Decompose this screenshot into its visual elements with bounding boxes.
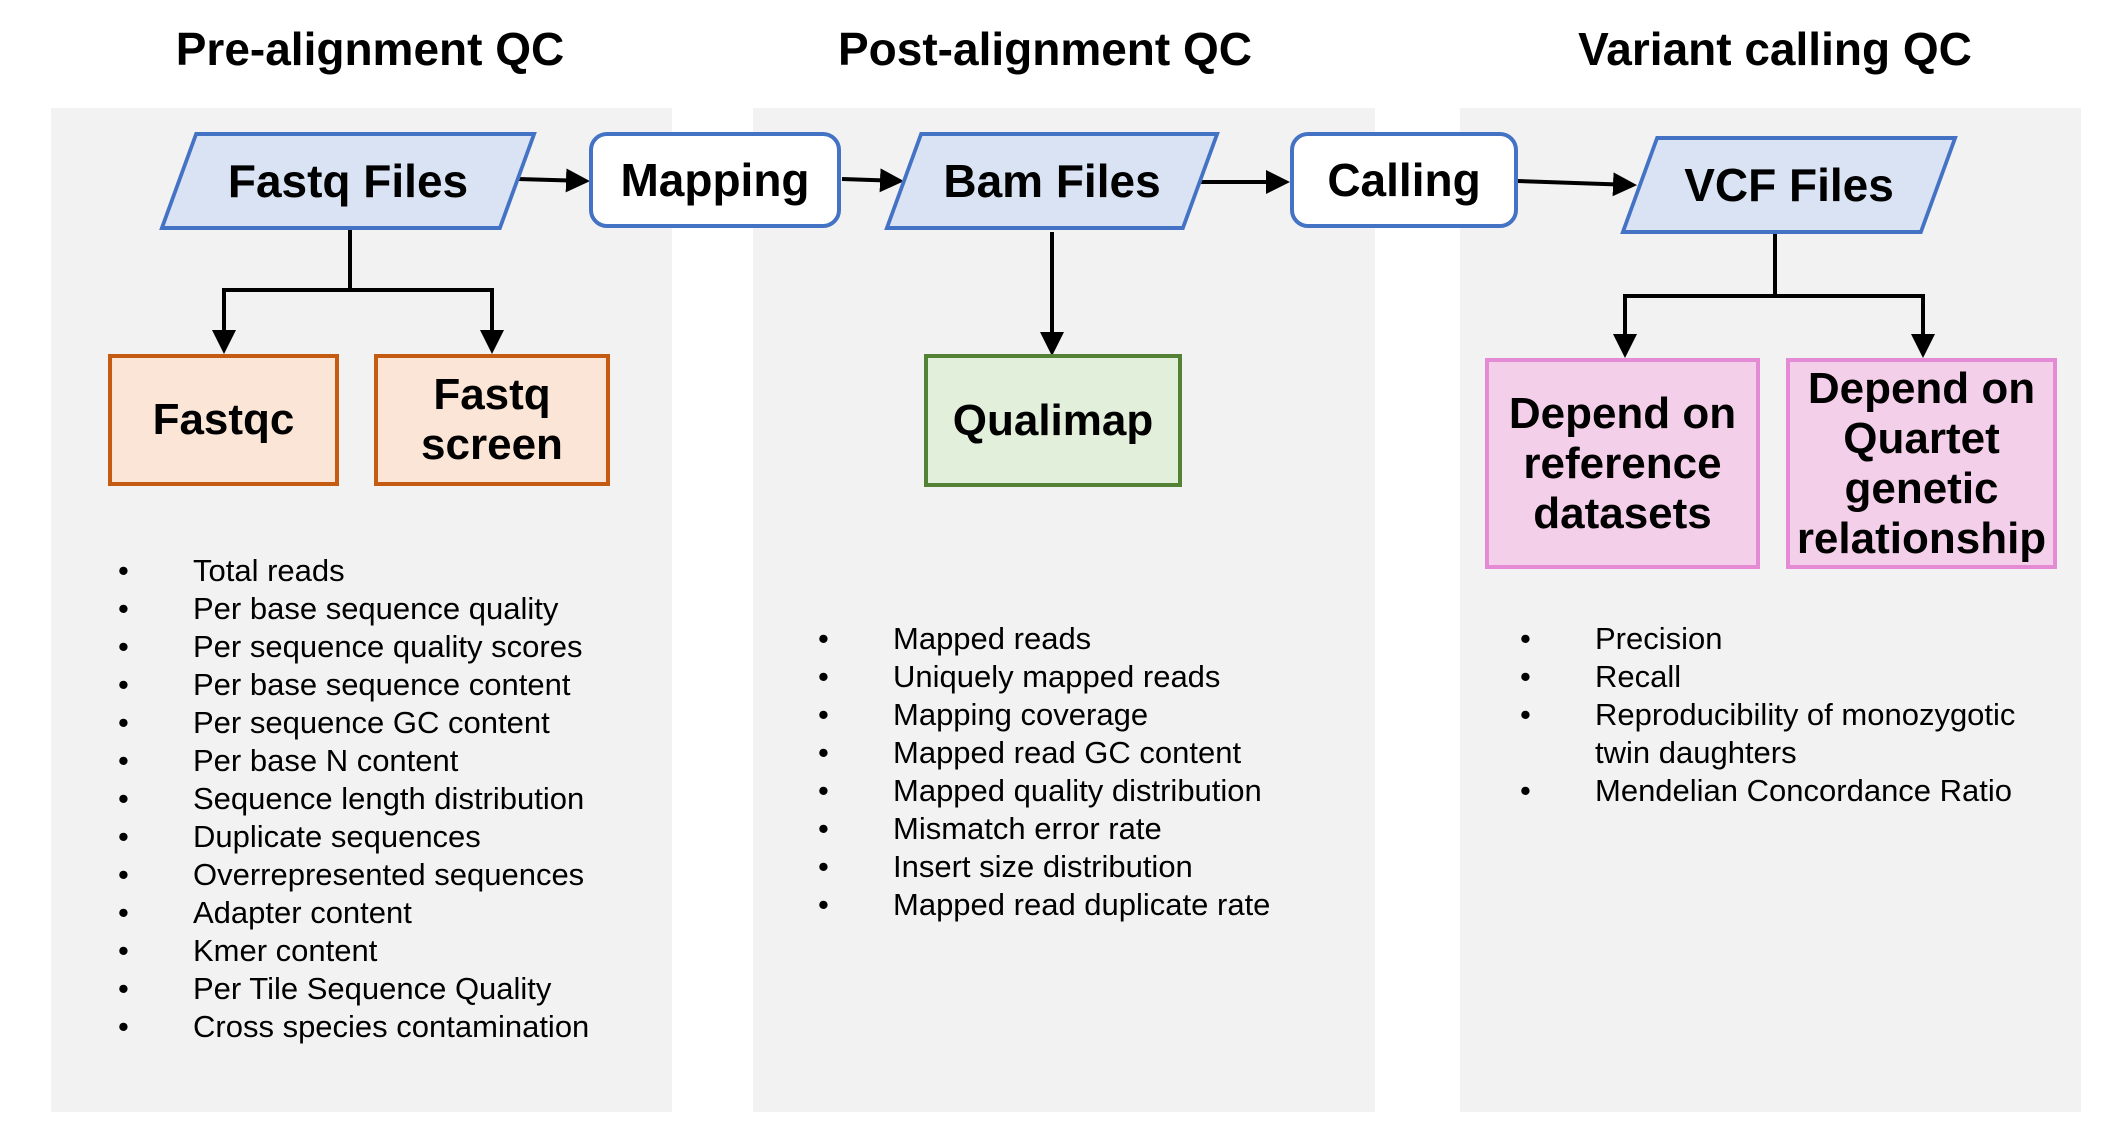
list-item: Sequence length distribution — [118, 780, 658, 818]
list-item: Mapped read GC content — [818, 734, 1358, 772]
post-alignment-title: Post-alignment QC — [837, 23, 1253, 75]
arrow-calling-to-vcf — [1517, 172, 1637, 197]
list-item: Mismatch error rate — [818, 810, 1358, 848]
list-item: Mapping coverage — [818, 696, 1358, 734]
arrow-fastq-to-mapping — [517, 168, 590, 193]
branch-fastq-to-fastq-screen — [350, 288, 504, 354]
vcf-files-node: VCF Files — [1620, 136, 1958, 234]
list-item: Per base sequence content — [118, 666, 658, 704]
qualimap-box: Qualimap — [924, 354, 1182, 487]
calling-node: Calling — [1290, 132, 1518, 228]
fastq-screen-box: Fastq screen — [374, 354, 610, 486]
branch-fastq-to-tools — [212, 230, 352, 354]
list-item: Insert size distribution — [818, 848, 1358, 886]
branch-vcf-to-reference — [1613, 233, 1777, 358]
post-alignment-panel — [753, 108, 1375, 1112]
bam-files-label: Bam Files — [943, 155, 1161, 207]
bam-files-node: Bam Files — [884, 132, 1220, 230]
list-item: Precision — [1520, 620, 2060, 658]
list-item: Mapped read duplicate rate — [818, 886, 1358, 924]
list-item: Overrepresented sequences — [118, 856, 658, 894]
list-item: Uniquely mapped reads — [818, 658, 1358, 696]
depend-quartet-box: Depend on Quartet genetic relationship — [1786, 358, 2057, 569]
mapping-node: Mapping — [589, 132, 841, 228]
variant-calling-panel — [1460, 108, 2081, 1112]
pre-alignment-metrics-list: Total reads Per base sequence quality Pe… — [118, 552, 658, 1046]
list-item: Mendelian Concordance Ratio — [1520, 772, 2060, 810]
post-alignment-metrics-list: Mapped reads Uniquely mapped reads Mappi… — [818, 620, 1358, 924]
fastqc-box: Fastqc — [108, 354, 339, 486]
list-item: Mapped reads — [818, 620, 1358, 658]
vcf-files-label: VCF Files — [1684, 159, 1894, 211]
list-item: Per sequence GC content — [118, 704, 658, 742]
variant-calling-metrics-list: Precision Recall Reproducibility of mono… — [1520, 620, 2060, 810]
list-item: Total reads — [118, 552, 658, 590]
list-item: Kmer content — [118, 932, 658, 970]
depend-reference-box: Depend on reference datasets — [1485, 358, 1760, 569]
fastq-files-node: Fastq Files — [159, 132, 537, 230]
list-item: Cross species contamination — [118, 1008, 658, 1046]
list-item: Per Tile Sequence Quality — [118, 970, 658, 1008]
list-item: Reproducibility of monozygotic twin daug… — [1520, 696, 2060, 772]
list-item: Per sequence quality scores — [118, 628, 658, 666]
branch-vcf-to-quartet — [1775, 294, 1935, 358]
list-item: Adapter content — [118, 894, 658, 932]
list-item: Per base sequence quality — [118, 590, 658, 628]
list-item: Duplicate sequences — [118, 818, 658, 856]
list-item: Mapped quality distribution — [818, 772, 1358, 810]
arrow-mapping-to-bam — [841, 168, 904, 193]
pre-alignment-title: Pre-alignment QC — [175, 23, 565, 75]
fastq-files-label: Fastq Files — [227, 155, 469, 207]
list-item: Per base N content — [118, 742, 658, 780]
variant-calling-title: Variant calling QC — [1578, 23, 1972, 75]
list-item: Recall — [1520, 658, 2060, 696]
